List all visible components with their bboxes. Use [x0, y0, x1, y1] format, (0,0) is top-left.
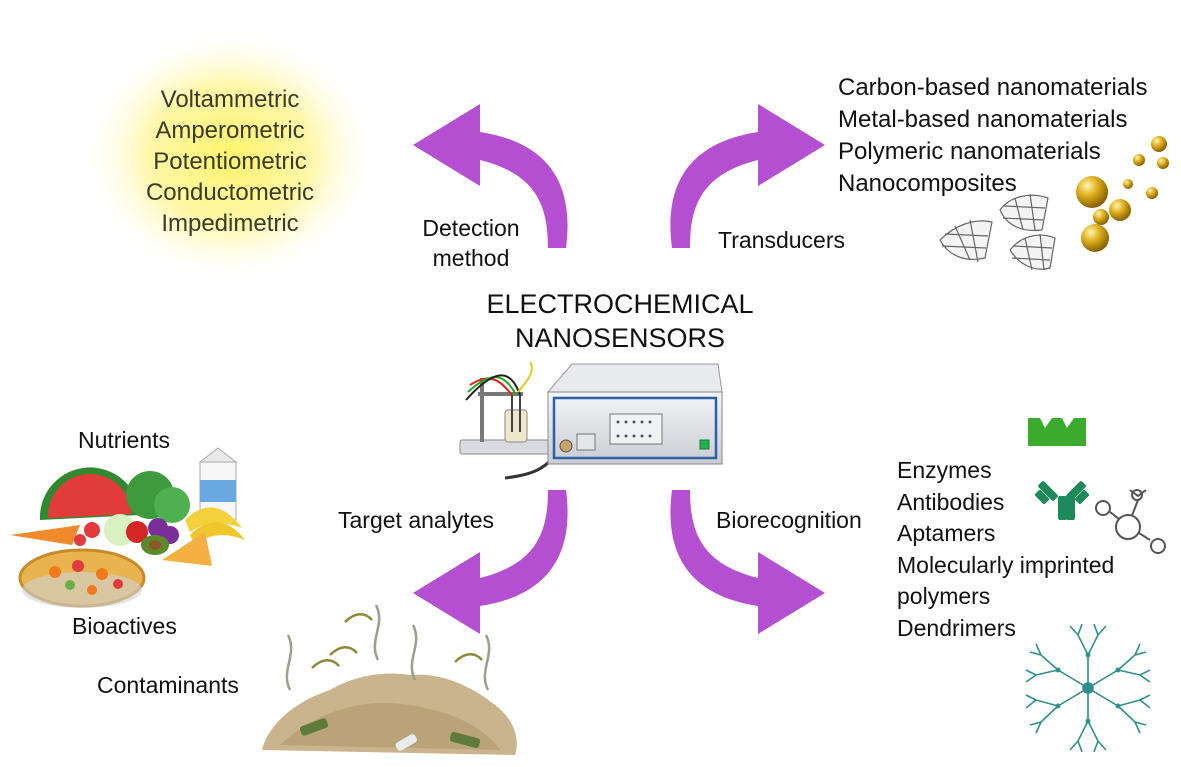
arrow-biorecognition [670, 490, 825, 634]
detection-method-item: Impedimetric [161, 210, 299, 237]
detection-method-item: Voltammetric [160, 86, 300, 113]
biorecognition-element-item: Aptamers [897, 520, 996, 546]
waste-pile-icon [262, 604, 517, 755]
biorecognition-label: Biorecognition [716, 507, 862, 533]
detection-label-line-2: method [432, 245, 510, 271]
transducers-label: Transducers [718, 227, 845, 253]
arrow-target [413, 490, 568, 634]
detection-method-item: Conductometric [145, 179, 315, 206]
detection-glow [80, 27, 380, 283]
detection-label-line-1: Detection [422, 215, 520, 241]
target-analytes-label: Target analytes [338, 507, 494, 533]
biorecognition-element-item: Enzymes [897, 457, 992, 483]
biorecognition-element-item: Molecularly imprinted [897, 551, 1115, 578]
bioactives-label: Bioactives [72, 613, 177, 639]
transducer-material-item: Metal-based nanomaterials [838, 106, 1128, 133]
detection-method-label: Detection method [416, 213, 526, 273]
biorecognition-element-item: polymers [897, 583, 991, 609]
nutrients-label: Nutrients [78, 427, 171, 453]
title-line-1: ELECTROCHEMICAL [486, 289, 754, 319]
carbon-nanotube-icon [939, 193, 1056, 271]
transducer-material-item: Nanocomposites [838, 170, 1017, 197]
detection-method-item: Potentiometric [153, 148, 307, 175]
biorecognition-element-item: Dendrimers [897, 614, 1016, 641]
title-line-2: NANOSENSORS [514, 323, 726, 353]
aptamer-icon [1095, 489, 1166, 554]
gold-nanoparticles-icon [1076, 136, 1169, 252]
enzyme-icon [1028, 418, 1086, 446]
antibody-icon [1035, 481, 1089, 520]
dendrimer-icon [1025, 623, 1151, 753]
arrow-detection [413, 104, 568, 248]
fruits-vegetables-icon [10, 447, 245, 608]
contaminants-label: Contaminants [97, 672, 239, 698]
biorecognition-element-item: Antibodies [897, 488, 1005, 515]
diagram-title: ELECTROCHEMICAL NANOSENSORS [440, 287, 800, 355]
detection-method-item: Amperometric [155, 117, 305, 144]
transducer-material-item: Polymeric nanomaterials [838, 138, 1101, 165]
electrochemical-cell-icon [459, 361, 562, 480]
transducer-material-item: Carbon-based nanomaterials [838, 74, 1148, 101]
potentiostat-icon [546, 363, 723, 465]
arrow-transducers [670, 104, 825, 248]
